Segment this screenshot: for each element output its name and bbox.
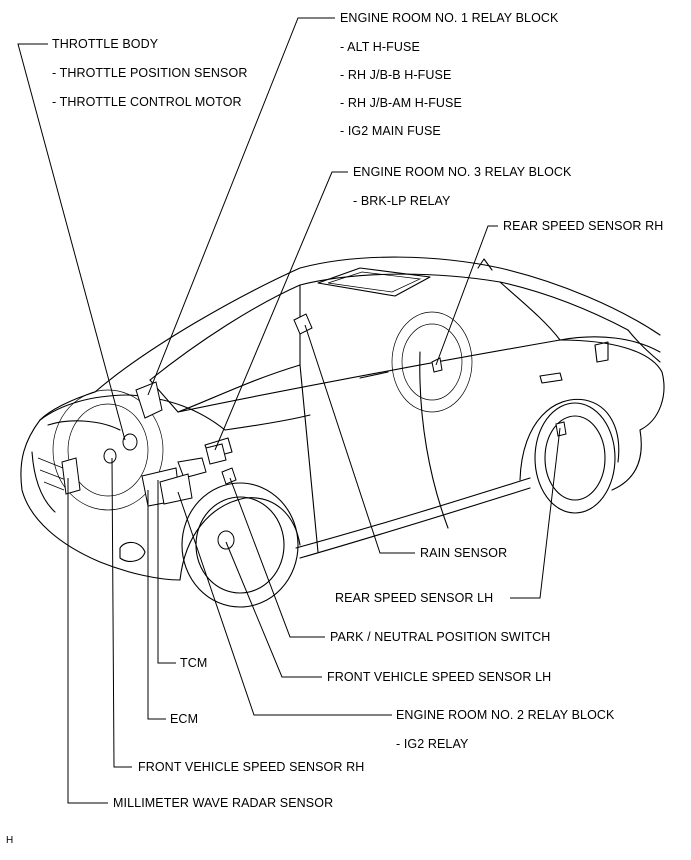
- label-brk-lp-relay: - BRK-LP RELAY: [353, 194, 451, 208]
- rear-wheel: [519, 398, 620, 514]
- front-wheel: [181, 482, 299, 608]
- label-engine-room-2-relay-block: ENGINE ROOM NO. 2 RELAY BLOCK: [396, 708, 615, 722]
- ghost-wheels: [52, 311, 473, 511]
- label-millimeter-wave-radar-sensor: MILLIMETER WAVE RADAR SENSOR: [113, 796, 334, 810]
- label-tcm: TCM: [180, 656, 208, 670]
- label-alt-h-fuse: - ALT H-FUSE: [340, 40, 420, 54]
- leader-lines: [17, 17, 561, 804]
- components: [61, 313, 567, 507]
- label-rear-speed-sensor-rh: REAR SPEED SENSOR RH: [503, 219, 664, 233]
- car-outline: [20, 256, 665, 581]
- label-rear-speed-sensor-lh: REAR SPEED SENSOR LH: [335, 591, 494, 605]
- label-ecm: ECM: [170, 712, 199, 726]
- label-throttle-body: THROTTLE BODY: [52, 37, 159, 51]
- label-throttle-position-sensor: - THROTTLE POSITION SENSOR: [52, 66, 248, 80]
- label-rh-jb-am-h-fuse: - RH J/B-AM H-FUSE: [340, 96, 462, 110]
- label-front-vehicle-speed-sensor-rh: FRONT VEHICLE SPEED SENSOR RH: [138, 760, 365, 774]
- corner-mark: H: [6, 835, 14, 846]
- label-front-vehicle-speed-sensor-lh: FRONT VEHICLE SPEED SENSOR LH: [327, 670, 552, 684]
- label-ig2-relay: - IG2 RELAY: [396, 737, 469, 751]
- label-throttle-control-motor: - THROTTLE CONTROL MOTOR: [52, 95, 242, 109]
- label-engine-room-3-relay-block: ENGINE ROOM NO. 3 RELAY BLOCK: [353, 165, 572, 179]
- label-rain-sensor: RAIN SENSOR: [420, 546, 508, 560]
- label-park-neutral-position-switch: PARK / NEUTRAL POSITION SWITCH: [330, 630, 551, 644]
- label-engine-room-1-relay-block: ENGINE ROOM NO. 1 RELAY BLOCK: [340, 11, 559, 25]
- label-rh-jb-b-h-fuse: - RH J/B-B H-FUSE: [340, 68, 452, 82]
- label-ig2-main-fuse: - IG2 MAIN FUSE: [340, 124, 441, 138]
